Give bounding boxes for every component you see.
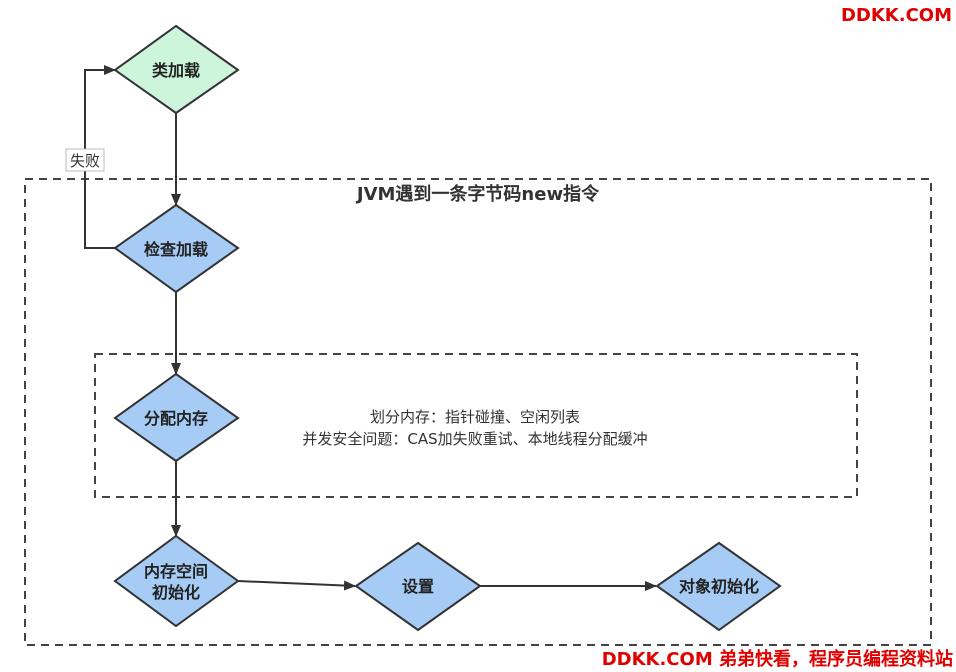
node-alloc-memory: 分配内存 (113, 372, 240, 463)
node-memory-zero-init: 内存空间 初始化 (113, 534, 240, 628)
fail-label-bg (65, 148, 105, 172)
node-object-init-shape (655, 541, 782, 632)
node-object-init-label: 对象初始化 (679, 577, 759, 596)
node-object-init: 对象初始化 (655, 541, 782, 632)
edge-memzero-to-setup (237, 580, 356, 591)
node-setup-label: 设置 (402, 577, 434, 596)
node-class-load-shape (113, 24, 240, 115)
inner-frame (94, 353, 858, 498)
node-class-load-label: 类加载 (152, 61, 200, 80)
watermark-bottom: DDKK.COM 弟弟快看，程序员编程资料站 (601, 649, 953, 670)
fail-label: 失败 (70, 152, 100, 170)
node-alloc-memory-shape (113, 372, 240, 463)
node-memory-zero-init-shape (113, 534, 240, 628)
outer-frame-title: JVM遇到一条字节码new指令 (355, 183, 600, 205)
inner-frame-line-2: 并发安全问题：CAS加失败重试、本地线程分配缓冲 (302, 430, 647, 448)
inner-frame-line-1: 划分内存：指针碰撞、空闲列表 (370, 408, 580, 426)
node-alloc-memory-label: 分配内存 (144, 409, 208, 428)
node-setup: 设置 (354, 541, 482, 632)
node-class-load: 类加载 (113, 24, 240, 115)
node-check-load: 检查加载 (113, 203, 240, 294)
node-memory-zero-init-label-2: 初始化 (152, 583, 200, 602)
node-memory-zero-init-label-1: 内存空间 (144, 562, 208, 581)
node-check-load-label: 检查加载 (144, 240, 208, 259)
node-check-load-shape (113, 203, 240, 294)
node-setup-shape (354, 541, 482, 632)
watermark-top: DDKK.COM (840, 5, 952, 26)
outer-frame (24, 178, 932, 646)
